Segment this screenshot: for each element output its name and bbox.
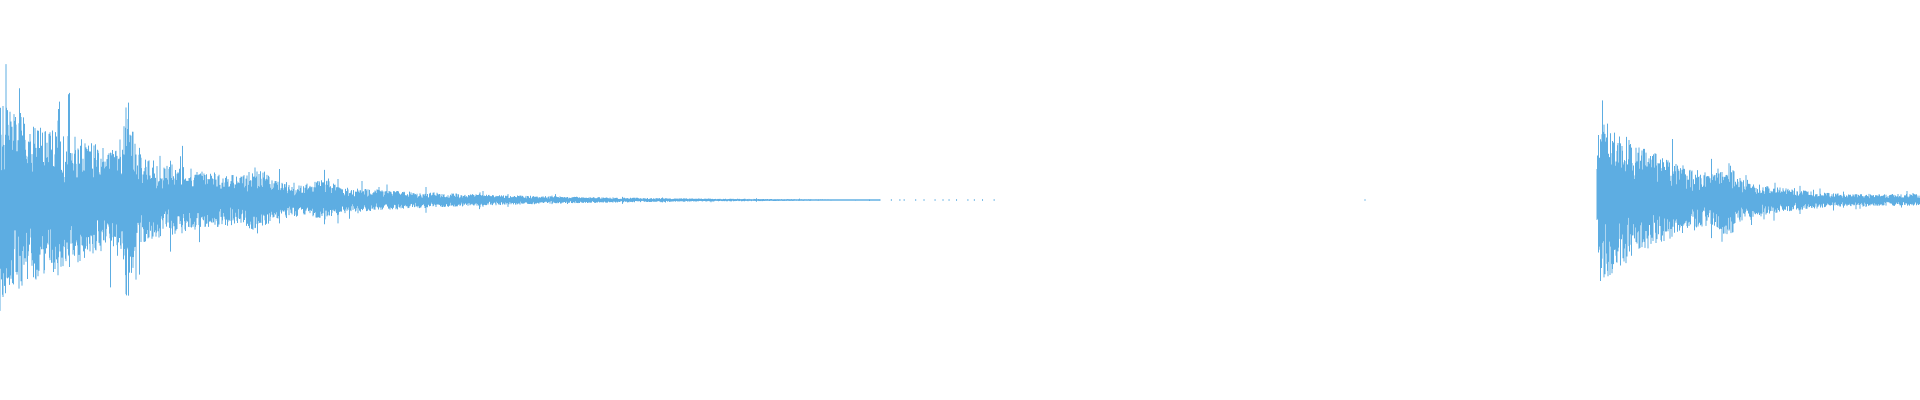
waveform-segment-first-hit bbox=[0, 64, 995, 311]
waveform-segment-second-hit bbox=[1596, 100, 1920, 282]
